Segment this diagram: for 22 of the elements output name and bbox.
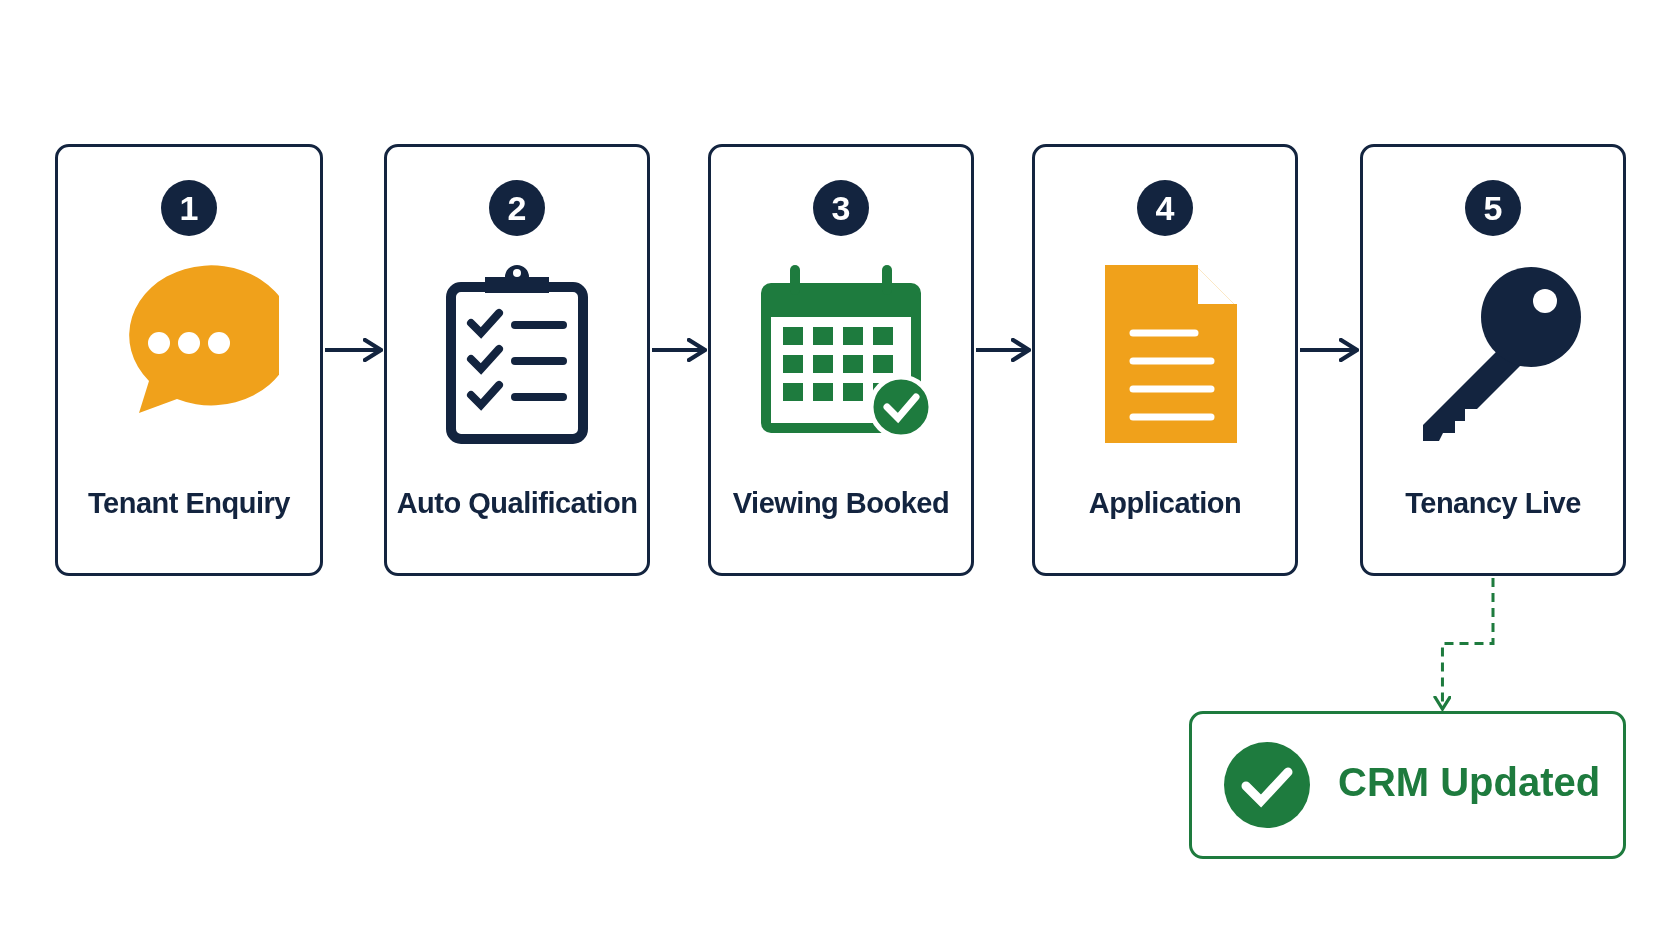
step-card	[384, 144, 650, 576]
arrow	[1300, 337, 1360, 363]
step-label: Tenant Enquiry	[87, 487, 291, 520]
arrow	[652, 337, 708, 363]
step-card	[1360, 144, 1626, 576]
step-card	[1032, 144, 1298, 576]
dashed-arrow	[1433, 578, 1495, 711]
step-label: Application	[1087, 487, 1243, 520]
arrow	[325, 337, 384, 363]
step-number: 4	[1137, 180, 1193, 236]
status-label: CRM Updated	[1338, 760, 1601, 805]
step-number: 2	[489, 180, 545, 236]
arrow	[976, 337, 1032, 363]
step-card	[708, 144, 974, 576]
step-number: 1	[161, 180, 217, 236]
step-number: 5	[1465, 180, 1521, 236]
step-card	[55, 144, 323, 576]
step-number: 3	[813, 180, 869, 236]
step-label: Auto Qualification	[395, 487, 639, 520]
step-label: Viewing Booked	[731, 487, 951, 520]
status-box	[1189, 711, 1626, 859]
step-label: Tenancy Live	[1404, 487, 1582, 520]
